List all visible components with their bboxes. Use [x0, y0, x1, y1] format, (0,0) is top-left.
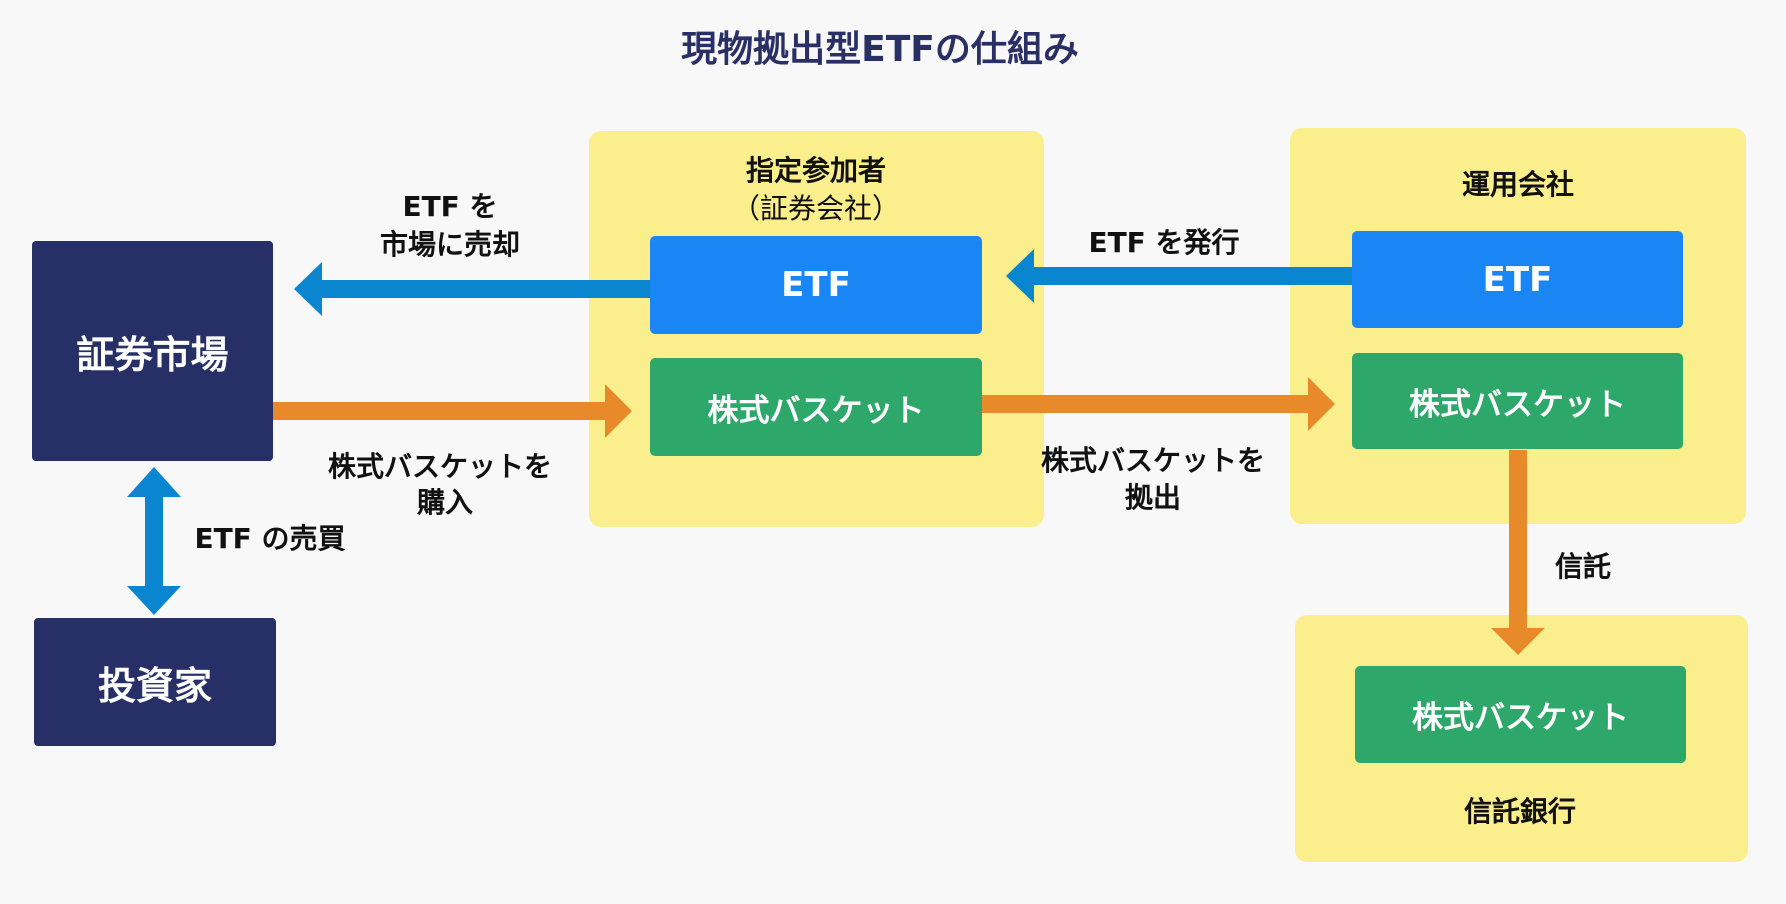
sell-label-2: 市場に売却	[379, 228, 521, 261]
sell-label-1: ETF を	[402, 190, 498, 223]
contribute-label-2: 拠出	[1124, 481, 1182, 514]
bank-basket-box: 株式バスケット	[1355, 666, 1686, 763]
participant-basket-box: 株式バスケット	[650, 358, 982, 456]
trust-label: 信託	[1554, 550, 1612, 583]
market-box: 証券市場	[32, 241, 273, 461]
issue-label: ETF を発行	[1088, 226, 1240, 259]
participant-title: 指定参加者	[745, 154, 887, 187]
trade-arrow	[127, 467, 181, 615]
bank-title: 信託銀行	[1463, 795, 1577, 828]
issue-arrow	[1006, 249, 1352, 303]
buy-arrow	[273, 384, 632, 438]
buy-label-2: 購入	[416, 486, 474, 519]
manager-title: 運用会社	[1461, 168, 1575, 201]
contribute-label-1: 株式バスケットを	[1040, 444, 1266, 477]
manager-etf-box: ETF	[1352, 231, 1683, 328]
manager-basket-box: 株式バスケット	[1352, 353, 1683, 449]
buy-label-1: 株式バスケットを	[327, 450, 553, 483]
sell-arrow	[294, 262, 650, 316]
investor-box: 投資家	[34, 618, 276, 746]
page-title: 現物拠出型ETFの仕組み	[681, 29, 1079, 70]
contribute-arrow	[982, 377, 1335, 431]
participant-etf-box: ETF	[650, 236, 982, 334]
trust-arrow	[1491, 450, 1545, 655]
participant-subtitle: （証券会社）	[731, 192, 901, 225]
trade-label: ETF の売買	[194, 522, 346, 555]
